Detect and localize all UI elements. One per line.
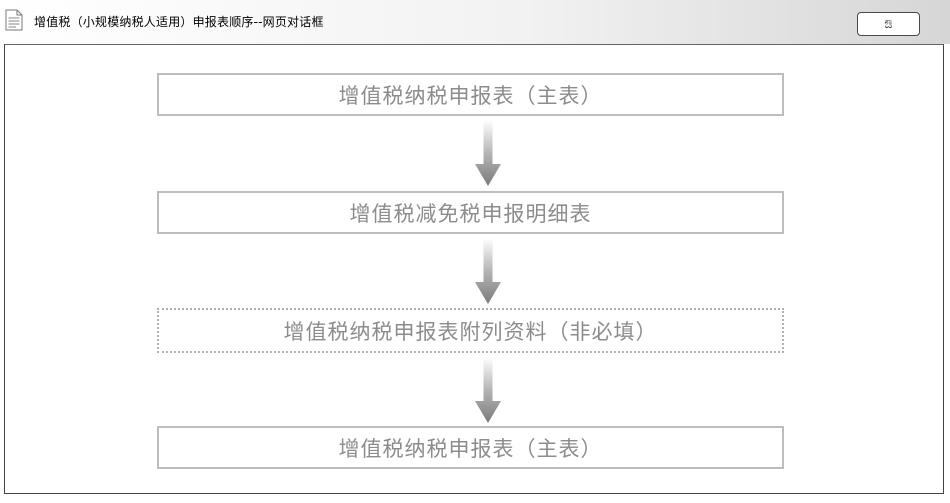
close-icon: ಔ [884, 16, 893, 31]
down-arrow-icon [475, 357, 501, 423]
dialog-titlebar: 增值税（小规模纳税人适用）申报表顺序--网页对话框 ಔ [0, 0, 950, 44]
dialog-title: 增值税（小规模纳税人适用）申报表顺序--网页对话框 [34, 15, 324, 29]
step-box-main-form-2[interactable]: 增值税纳税申报表（主表） [157, 426, 784, 469]
step-box-reduction-detail[interactable]: 增值税减免税申报明细表 [157, 191, 784, 234]
step-label: 增值税减免税申报明细表 [349, 201, 592, 226]
down-arrow-icon [475, 120, 501, 186]
step-box-attachments-optional[interactable]: 增值税纳税申报表附列资料（非必填） [157, 308, 784, 353]
document-icon [4, 9, 24, 31]
step-label: 增值税纳税申报表（主表） [338, 83, 603, 108]
step-box-main-form-1[interactable]: 增值税纳税申报表（主表） [157, 73, 784, 116]
dialog-content [4, 44, 944, 494]
close-button[interactable]: ಔ [857, 12, 920, 36]
step-label: 增值税纳税申报表（主表） [338, 436, 603, 461]
down-arrow-icon [475, 238, 501, 304]
step-label: 增值税纳税申报表附列资料（非必填） [283, 319, 658, 344]
